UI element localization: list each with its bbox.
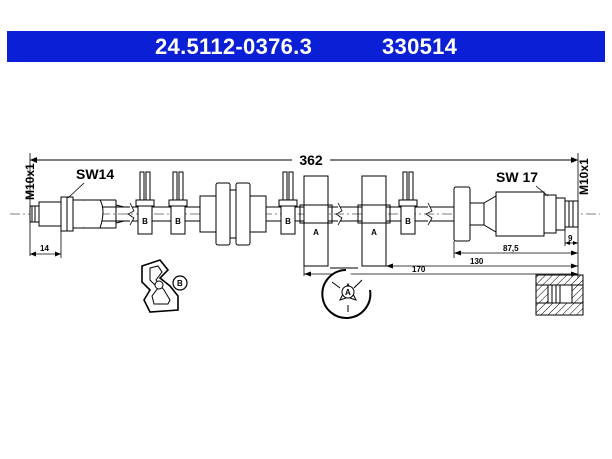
dim-170-label: 170 xyxy=(412,265,426,274)
dimension-right-end: 9 xyxy=(564,230,578,246)
clip-b-1: B xyxy=(135,171,155,235)
clip-b-3-label: B xyxy=(285,217,291,226)
reference-number: 330514 xyxy=(382,34,458,59)
clip-b-detail-label: B xyxy=(177,279,183,288)
left-fitting xyxy=(29,196,125,232)
dimension-overall: 362 xyxy=(29,150,579,278)
bracket-a-detail-label: A xyxy=(345,288,351,297)
hose-tube xyxy=(100,202,455,226)
thread-right-label: M10x1 xyxy=(577,158,591,195)
bracket-a-2-label: A xyxy=(371,228,377,237)
dim-87-label: 87,5 xyxy=(503,244,519,253)
right-fitting xyxy=(453,186,579,242)
clip-b-4-label: B xyxy=(405,217,411,226)
bracket-a-2: A xyxy=(357,175,391,267)
bracket-a-detail: A xyxy=(321,267,372,319)
overall-length-label: 362 xyxy=(299,152,323,168)
thread-left-label: M10x1 xyxy=(23,163,37,200)
port-section-detail xyxy=(535,274,584,316)
part-number: 24.5112-0376.3 xyxy=(155,34,313,59)
clip-b-2: B xyxy=(168,171,188,235)
title-bar: 24.5112-0376.3 330514 xyxy=(7,31,605,62)
wrench-right-label: SW 17 xyxy=(496,169,538,185)
clip-b-detail: B xyxy=(141,259,188,313)
grommet xyxy=(199,182,267,246)
dimension-left-end: 14 xyxy=(30,226,62,258)
bracket-a-1: A xyxy=(299,175,333,267)
bracket-a-1-label: A xyxy=(313,228,319,237)
clip-b-2-label: B xyxy=(175,217,181,226)
dimension-130: 130 xyxy=(386,257,578,269)
clip-b-4: B xyxy=(398,171,418,235)
left-end-label: 14 xyxy=(40,244,49,253)
clip-b-1-label: B xyxy=(142,217,148,226)
wrench-left-label: SW14 xyxy=(76,166,114,182)
dimension-87-5: 87,5 xyxy=(453,241,578,258)
dim-130-label: 130 xyxy=(470,257,484,266)
right-end-label: 9 xyxy=(568,234,573,243)
clip-b-3: B xyxy=(278,171,298,235)
